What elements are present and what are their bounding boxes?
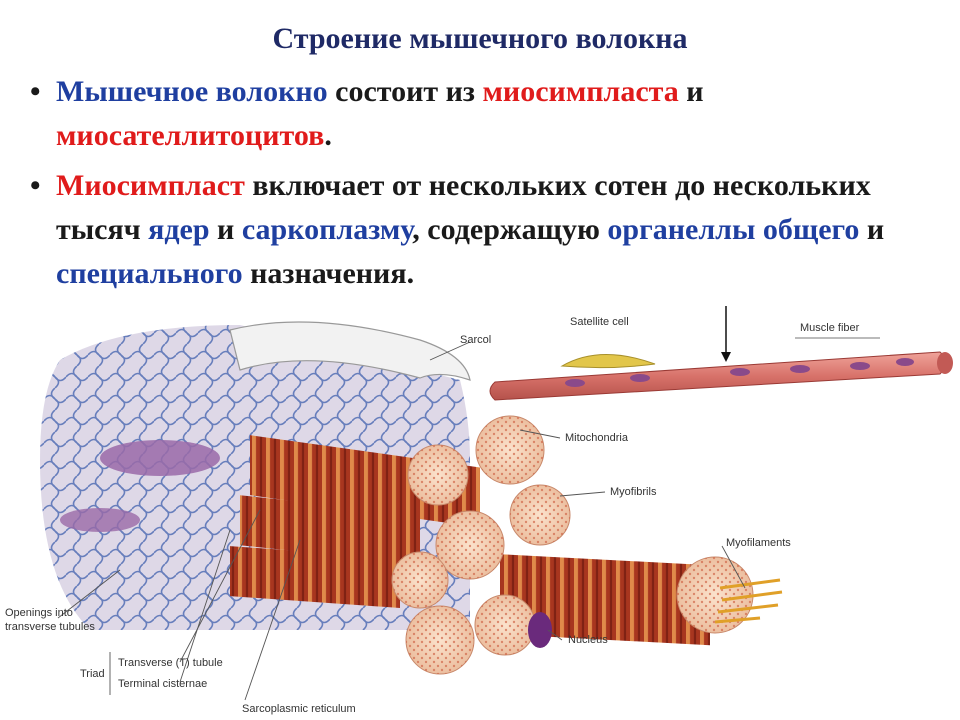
- term-myosymplast: миосимпласта: [482, 75, 679, 108]
- label-muscle-fiber: Muscle fiber: [800, 322, 860, 334]
- label-openings-line1: Openings into: [5, 607, 73, 619]
- label-terminal-cisternae: Terminal cisternae: [118, 678, 207, 690]
- text-segment: и: [678, 75, 704, 108]
- term-special-organelles: специального: [56, 257, 243, 290]
- muscle-cylinder: [40, 321, 783, 675]
- nucleus-shape: [528, 612, 552, 648]
- label-satellite-cell: Satellite cell: [570, 316, 629, 328]
- label-openings-line2: transverse tubules: [5, 621, 95, 633]
- label-mitochondria: Mitochondria: [565, 432, 629, 444]
- term-sarcoplasm: саркоплазму: [241, 213, 413, 246]
- term-myosymplast: Миосимпласт: [56, 169, 245, 202]
- text-segment: и: [859, 213, 885, 246]
- bullet-item-2: • Миосимпласт включает от нескольких сот…: [30, 164, 938, 296]
- text-segment: назначения.: [242, 257, 415, 290]
- bullet-dot-icon: •: [30, 75, 41, 108]
- myofibril-ends: [391, 415, 754, 675]
- text-segment: .: [324, 119, 332, 152]
- label-myofilaments: Myofilaments: [726, 537, 791, 549]
- term-muscle-fiber: Мышечное волокно: [56, 75, 328, 108]
- slide-title: Строение мышечного волокна: [272, 22, 688, 55]
- bullet-item-1: • Мышечное волокно состоит из миосимплас…: [30, 70, 938, 158]
- term-myosatellitocytes: миосателлитоцитов: [56, 119, 325, 152]
- label-sarcolemma: Sarcol: [460, 334, 491, 346]
- text-segment: и: [209, 213, 242, 246]
- satellite-cell-shape: [560, 354, 656, 369]
- label-transverse-tubule: Transverse (T) tubule: [118, 657, 223, 669]
- bullet-list: • Мышечное волокно состоит из миосимплас…: [30, 70, 938, 302]
- muscle-fiber-diagram: Sarcol Satellite cell Muscle fiber Mitoc…: [5, 306, 953, 715]
- text-segment: , содержащую: [412, 213, 608, 246]
- term-nuclei: ядер: [148, 213, 210, 246]
- label-myofibrils: Myofibrils: [610, 486, 657, 498]
- label-sarcoplasmic-reticulum: Sarcoplasmic reticulum: [242, 703, 356, 715]
- text-segment: включает от нескольких сотен до нескольк…: [56, 169, 871, 246]
- bullet-dot-icon: •: [30, 169, 41, 202]
- muscle-fiber-strip: [489, 306, 953, 401]
- term-general-organelles: органеллы общего: [607, 213, 860, 246]
- text-segment: состоит из: [327, 75, 483, 108]
- label-triad: Triad: [80, 668, 105, 680]
- label-nucleus: Nucleus: [568, 634, 608, 646]
